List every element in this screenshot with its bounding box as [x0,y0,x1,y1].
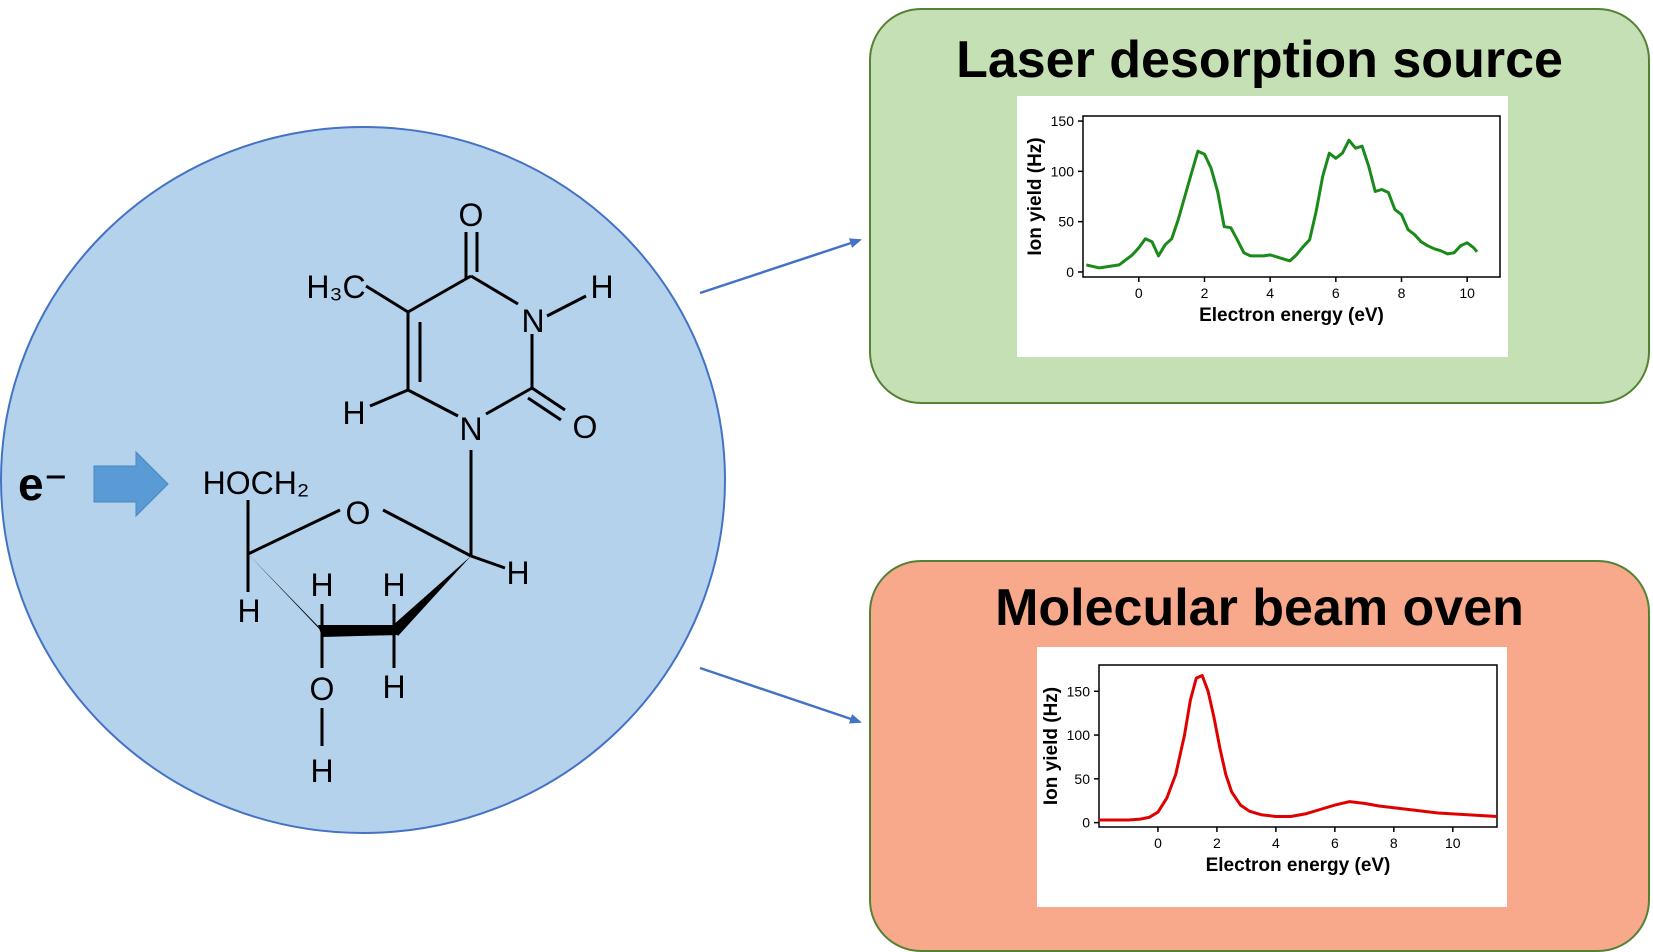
y-axis-label: Ion yield (Hz) [1041,687,1062,805]
y-tick-label: 150 [1051,113,1075,129]
atom-o2: O [573,409,598,445]
molecule-circle [0,126,726,834]
atom-h2p-top: H [382,567,405,603]
atom-n1: N [459,411,482,447]
y-axis-label: Ion yield (Hz) [1025,137,1046,255]
y-tick-label: 50 [1058,214,1074,230]
y-tick-label: 0 [1082,815,1090,831]
connector-arrow-oven [699,666,862,724]
series-line [1099,674,1498,822]
y-tick-label: 100 [1067,727,1091,743]
plot-frame [1082,115,1501,278]
atom-hoch2: HOCH₂ [203,465,310,501]
y-tick-label: 150 [1067,683,1091,699]
y-tick-label: 50 [1074,771,1090,787]
x-tick-label: 8 [1390,835,1398,851]
atom-o3p: O [310,671,335,707]
atom-labels: O H₃C H N H N O HOCH₂ O H H H H H O H [203,197,614,789]
atom-h3p-top: H [310,567,333,603]
atom-h1p: H [506,555,529,591]
x-tick-label: 4 [1266,285,1274,301]
atom-ring-o: O [346,495,371,531]
atom-h2p-bottom: H [382,669,405,705]
atom-nh-h: H [590,269,613,305]
series-line [1085,138,1479,270]
atom-o-top: O [459,197,484,233]
electron-arrow [93,450,169,518]
x-tick-label: 2 [1201,285,1209,301]
x-tick-label: 4 [1272,835,1280,851]
x-tick-label: 8 [1398,285,1406,301]
x-tick-label: 0 [1135,285,1143,301]
x-tick-label: 10 [1445,835,1461,851]
atom-h4p: H [237,593,260,629]
atom-ch3: H₃C [306,269,365,305]
x-tick-label: 6 [1331,835,1339,851]
electron-label: e⁻ [18,458,68,510]
atom-oh-h: H [310,753,333,789]
x-axis-label: Electron energy (eV) [1199,305,1384,326]
atom-h6: H [342,395,365,431]
x-tick-label: 2 [1213,835,1221,851]
x-tick-label: 0 [1154,835,1162,851]
atom-n3: N [521,303,544,339]
x-axis-label: Electron energy (eV) [1206,855,1391,876]
oven-panel-title: Molecular beam oven [995,579,1524,637]
wedge-bonds [248,554,471,637]
plot-frame [1098,664,1498,828]
laser-panel-title: Laser desorption source [956,31,1563,89]
connector-arrow-laser [699,238,862,295]
x-tick-label: 6 [1332,285,1340,301]
x-tick-label: 10 [1459,285,1475,301]
molecule-bonds [246,232,587,746]
y-tick-label: 0 [1066,264,1074,280]
y-tick-label: 100 [1051,163,1075,179]
